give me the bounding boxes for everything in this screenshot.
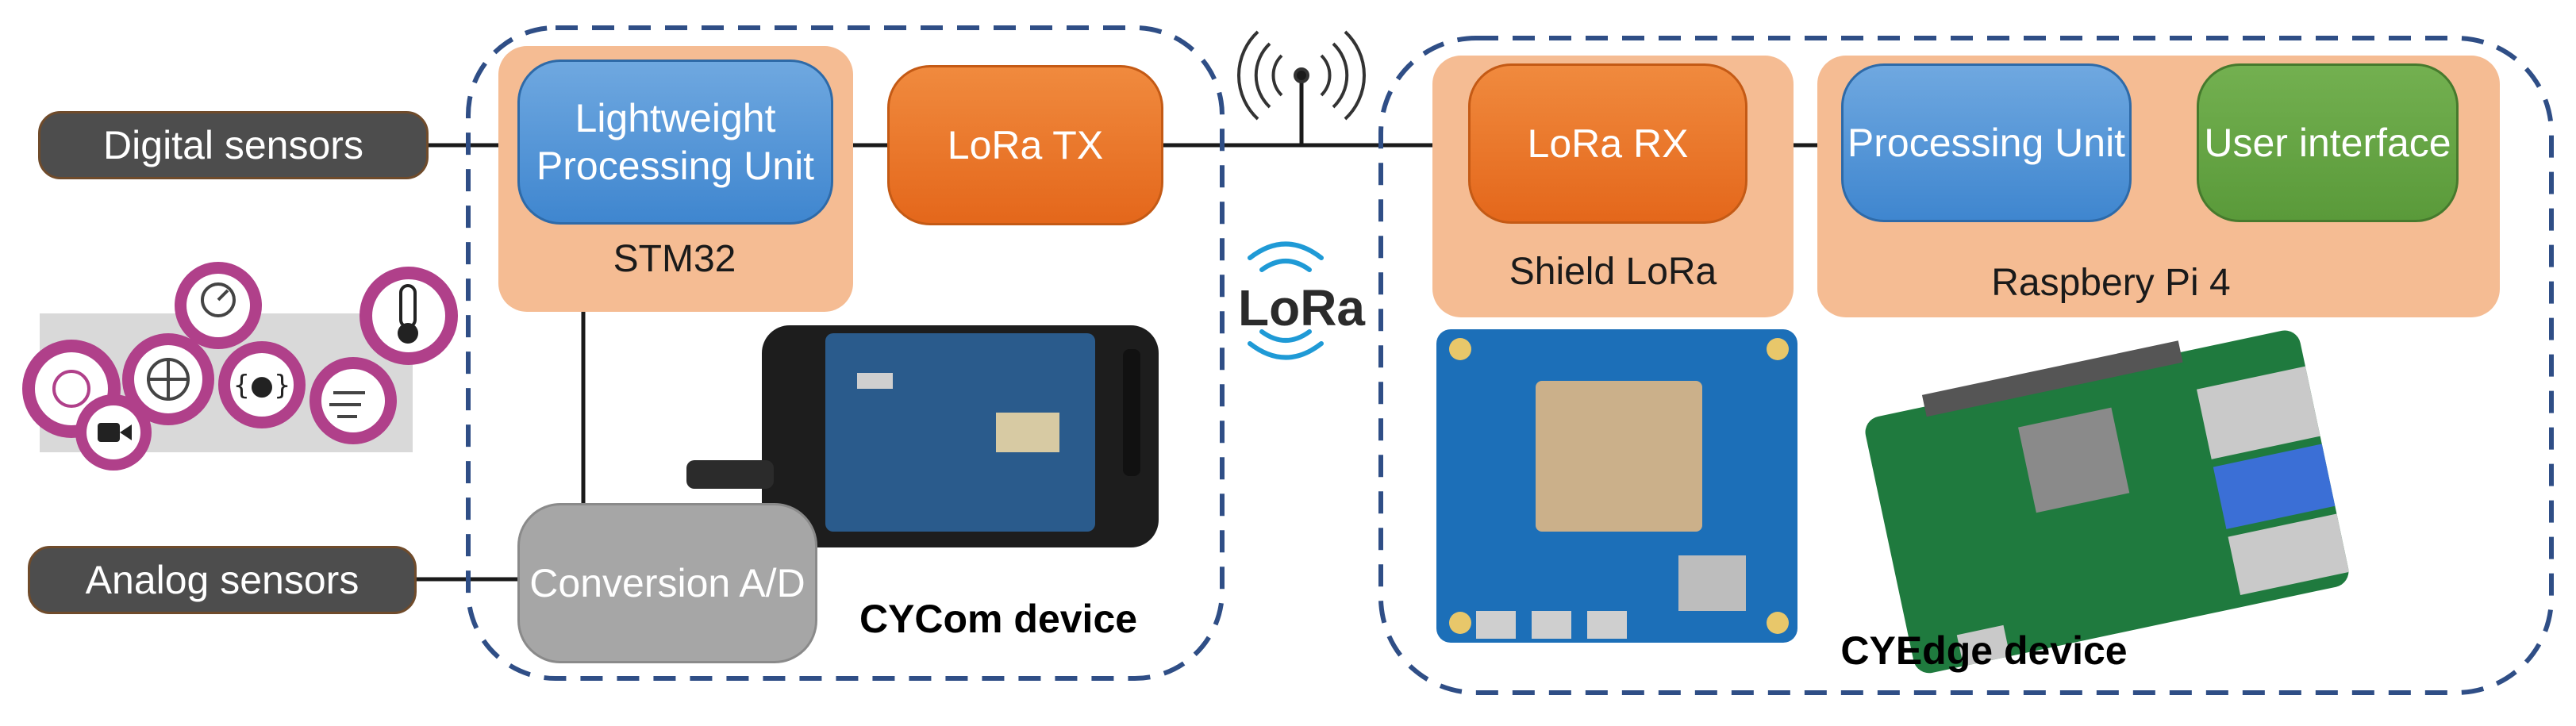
lora-tx-box: LoRa TX	[887, 65, 1163, 225]
edge-processing-unit-box: Processing Unit	[1841, 63, 2132, 222]
analog-sensors-label: Analog sensors	[28, 546, 417, 614]
lora-rx-box: LoRa RX	[1468, 63, 1747, 224]
cycom-device-photo	[686, 325, 1159, 547]
raspberry-pi-photo	[1865, 330, 2350, 674]
conversion-ad-box: Conversion A/D	[517, 503, 817, 663]
lora-waves	[1248, 241, 1324, 360]
stm32-label: STM32	[613, 238, 736, 281]
sensor-icons: {●}	[22, 262, 458, 471]
cycom-group-border	[466, 25, 1225, 681]
shield-lora-photo	[1436, 329, 1797, 643]
airflow-icon	[310, 357, 397, 444]
antenna-icon	[1236, 30, 1367, 121]
pressure-gauge-icon	[175, 262, 262, 349]
cycom-device-label: CYCom device	[859, 597, 1138, 641]
raspberry-pi-label: Raspbery Pi 4	[1991, 262, 2231, 305]
user-interface-box: User interface	[2197, 63, 2459, 222]
cyedge-group-border	[1378, 36, 2554, 695]
digital-sensors-label: Digital sensors	[38, 111, 429, 179]
vibration-icon: {●}	[218, 341, 306, 428]
lightweight-processing-unit-box: Lightweight Processing Unit	[517, 60, 833, 225]
svg-text:{●}: {●}	[233, 370, 291, 401]
lora-logo-text: LoRa	[1238, 278, 1365, 336]
shield-lora-label: Shield LoRa	[1509, 251, 1717, 294]
camera-icon	[75, 394, 152, 471]
cyedge-device-label: CYEdge device	[1840, 628, 2128, 673]
gyroscope-icon	[122, 333, 214, 425]
thermometer-icon	[359, 267, 458, 365]
